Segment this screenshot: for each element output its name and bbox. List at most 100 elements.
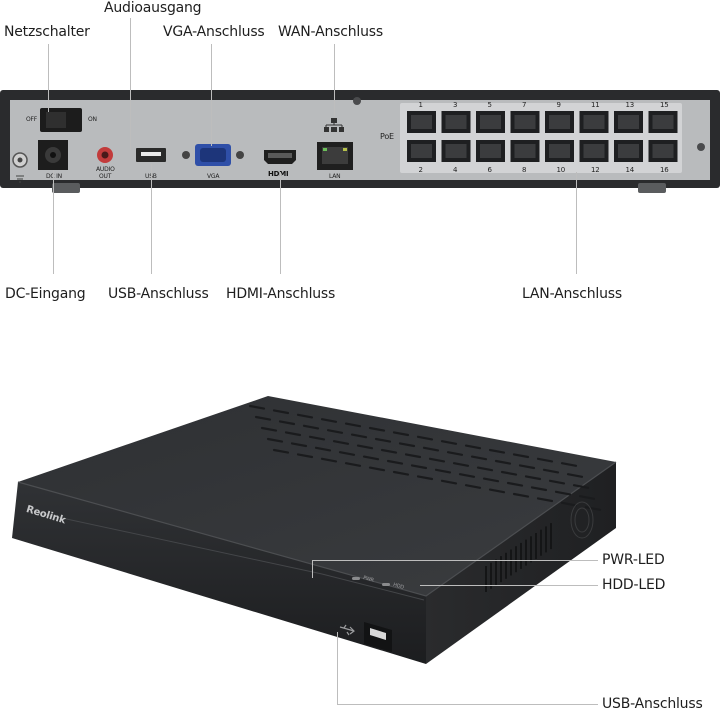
vent-slot: [332, 440, 350, 445]
vent-slot: [392, 470, 410, 476]
vent-slot: [536, 497, 554, 503]
poe-port-number: 15: [660, 101, 669, 109]
side-vents: [485, 523, 552, 592]
poe-port-number: 7: [522, 101, 527, 109]
poe-port-number: 11: [591, 101, 600, 109]
vent-slot: [440, 479, 458, 485]
wan-port-callout: WAN-Anschluss: [278, 24, 383, 40]
poe-port-socket: [514, 115, 536, 129]
vent-slot: [536, 457, 554, 463]
vent-slot: [266, 437, 284, 443]
power-switch-label: Netzschalter: [4, 24, 90, 40]
vent-slot: [260, 426, 278, 432]
vent-slot: [278, 420, 296, 426]
poe-port-number: 9: [556, 101, 561, 109]
leader-front-usb: [337, 632, 338, 704]
vent-slot: [284, 431, 302, 437]
nvr-chassis: [12, 396, 617, 664]
poe-port-socket: [411, 115, 432, 129]
poe-port-number: 13: [625, 101, 635, 109]
vent-slot: [350, 433, 368, 439]
usb-port[interactable]: [136, 148, 166, 162]
front-usb-port[interactable]: [364, 622, 392, 652]
poe-port-socket: [411, 144, 432, 158]
dc-input-callout: DC-Eingang: [5, 286, 86, 302]
vent-slot: [248, 404, 266, 410]
wan-port[interactable]: [317, 142, 353, 170]
poe-port-number: 16: [660, 166, 669, 174]
vga-port-label: VGA: [207, 173, 220, 180]
hdmi-logo: HDMI: [268, 170, 289, 178]
poe-port-number: 2: [418, 166, 423, 174]
leader-pwr-led-drop: [312, 560, 313, 578]
vent-slot: [314, 446, 332, 452]
vent-slot: [416, 475, 434, 481]
poe-port-socket: [445, 144, 467, 158]
vent-slot: [386, 459, 404, 465]
vent-slot: [368, 466, 386, 472]
poe-port-socket: [480, 115, 501, 129]
vent-slot: [296, 453, 314, 459]
vent-slot: [584, 506, 602, 511]
vent-slot: [494, 459, 512, 465]
poe-port-socket: [652, 115, 674, 129]
poe-port-number: 1: [418, 101, 423, 109]
hdmi-port[interactable]: [264, 150, 296, 164]
power-switch[interactable]: [40, 108, 82, 132]
poe-port-number: 12: [591, 166, 600, 174]
vent-slot: [518, 464, 536, 470]
vent-slot: [272, 409, 290, 415]
power-off-label: OFF: [26, 116, 38, 123]
vent-slot: [524, 475, 542, 481]
vent-slot: [368, 426, 386, 432]
leader-wan: [334, 44, 335, 116]
leader-dc-input: [53, 170, 54, 274]
poe-port-socket: [514, 144, 536, 158]
vent-slot: [338, 451, 356, 456]
poe-port-socket: [549, 144, 570, 158]
vent-slot: [344, 422, 362, 428]
vent-slot: [272, 448, 290, 454]
network-icon: [324, 118, 344, 132]
power-on-label: ON: [88, 116, 97, 123]
poe-port-socket: [583, 144, 605, 158]
poe-port-number: 5: [487, 101, 492, 109]
vent-slot: [512, 492, 530, 498]
pwr-led: [352, 577, 360, 580]
vga-port[interactable]: [182, 144, 244, 166]
vent-slot: [296, 413, 314, 419]
vent-slot: [326, 429, 344, 434]
vent-slot: [428, 457, 446, 463]
leader-usb: [151, 164, 152, 274]
usb-port-callout: USB-Anschluss: [108, 286, 209, 302]
poe-port-number: 6: [487, 166, 492, 174]
audio-output-label: Audioausgang: [104, 0, 202, 16]
usb-port-label: USB: [145, 173, 157, 180]
poe-port-socket: [549, 115, 570, 129]
leader-power-switch: [48, 44, 49, 112]
vent-slot: [344, 462, 362, 467]
usb-icon: [339, 624, 355, 636]
ground-icon: [12, 152, 28, 183]
vent-slot: [290, 442, 308, 448]
audio-out-label-1: AUDIO: [96, 166, 115, 173]
vga-port-callout: VGA-Anschluss: [163, 24, 265, 40]
leader-pwr-led: [312, 560, 598, 561]
vent-slot: [488, 448, 506, 454]
lan-port-label: LAN: [329, 173, 341, 180]
poe-port-socket: [445, 115, 467, 129]
vent-slot: [356, 444, 374, 450]
poe-port-socket: [652, 144, 674, 158]
dc-input-port[interactable]: [38, 140, 68, 170]
vent-slot: [398, 442, 416, 448]
dc-in-label: DC IN: [46, 173, 62, 180]
leader-hdmi: [280, 172, 281, 274]
poe-port-socket: [618, 115, 639, 129]
poe-port-socket: [583, 115, 605, 129]
hdd-led: [382, 583, 390, 586]
audio-output-port[interactable]: [97, 147, 113, 163]
vent-slot: [464, 444, 482, 450]
vent-slot: [560, 462, 578, 467]
poe-port-socket: [480, 144, 501, 158]
